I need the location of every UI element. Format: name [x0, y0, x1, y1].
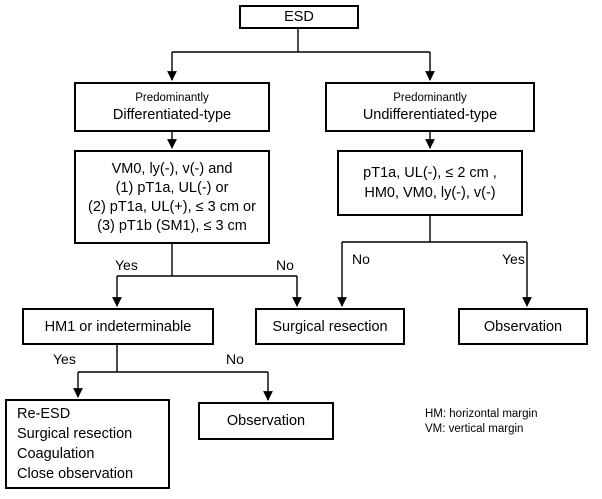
- node-observation-left-label: Observation: [226, 413, 306, 429]
- diff-criteria-line-0: VM0, ly(-), v(-) and: [111, 161, 233, 177]
- node-hm1-label: HM1 or indeterminable: [44, 318, 192, 335]
- undiff-criteria-line-0: pT1a, UL(-), ≤ 2 cm ,: [363, 165, 497, 181]
- node-esd-label: ESD: [284, 9, 314, 25]
- node-hm1-or-indeterminable: HM1 or indeterminable: [22, 308, 214, 345]
- edge-label-yes-hm1: Yes: [53, 351, 76, 367]
- node-differentiated: Predominantly Differentiated-type: [74, 82, 270, 132]
- connector-esd-split: [172, 28, 430, 53]
- treatment-line-3: Close observation: [17, 466, 134, 482]
- abbreviation-legend: HM: horizontal margin VM: vertical margi…: [425, 407, 537, 437]
- legend-hm: HM: horizontal margin: [425, 408, 538, 420]
- edge-label-yes-diff: Yes: [115, 257, 138, 273]
- edge-label-no-diff: No: [276, 257, 294, 273]
- diff-criteria-line-1: (1) pT1a, UL(-) or: [115, 180, 229, 196]
- node-observation-left: Observation: [198, 402, 334, 440]
- node-observation-right: Observation: [458, 308, 588, 345]
- node-diff-criteria: VM0, ly(-), v(-) and (1) pT1a, UL(-) or …: [74, 150, 270, 244]
- node-undiff-criteria: pT1a, UL(-), ≤ 2 cm , HM0, VM0, ly(-), v…: [337, 150, 523, 216]
- edge-label-no-undiff: No: [352, 251, 370, 267]
- connector-undiff-split: [342, 216, 527, 243]
- node-surgical-resection: Surgical resection: [255, 308, 405, 345]
- treatment-line-2: Coagulation: [17, 446, 95, 462]
- connector-diff-split: [117, 244, 297, 277]
- edge-label-no-hm1: No: [226, 351, 244, 367]
- node-differentiated-line1: Predominantly: [135, 91, 209, 104]
- node-treatments: Re-ESD Surgical resection Coagulation Cl…: [5, 399, 170, 489]
- edge-label-yes-undiff: Yes: [502, 251, 525, 267]
- node-undifferentiated-line2: Undifferentiated-type: [362, 106, 498, 123]
- node-esd: ESD: [239, 5, 359, 29]
- connector-hm1-split: [78, 345, 268, 373]
- node-undifferentiated: Predominantly Undifferentiated-type: [325, 82, 535, 132]
- diff-criteria-line-2: (2) pT1a, UL(+), ≤ 3 cm or: [88, 199, 256, 215]
- treatment-line-1: Surgical resection: [17, 426, 133, 442]
- node-differentiated-line2: Differentiated-type: [112, 106, 232, 123]
- node-observation-right-label: Observation: [483, 318, 563, 335]
- node-undifferentiated-line1: Predominantly: [393, 91, 467, 104]
- undiff-criteria-line-1: HM0, VM0, ly(-), v(-): [364, 185, 496, 201]
- legend-vm: VM: vertical margin: [425, 423, 524, 435]
- treatment-line-0: Re-ESD: [17, 406, 71, 422]
- node-surgical-label: Surgical resection: [272, 318, 388, 335]
- diff-criteria-line-3: (3) pT1b (SM1), ≤ 3 cm: [97, 218, 247, 234]
